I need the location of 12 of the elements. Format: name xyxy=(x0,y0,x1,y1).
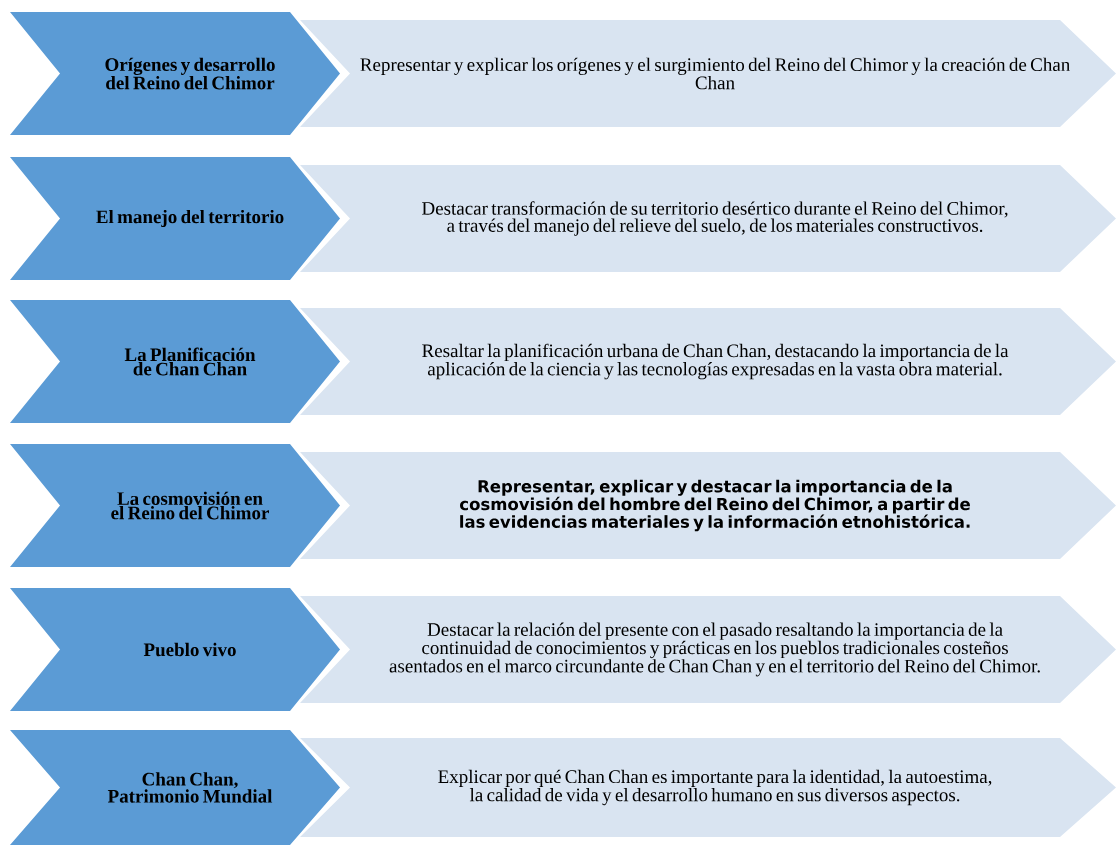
chevron-box: La Planificación de Chan Chan xyxy=(10,300,340,423)
chevron-box: El manejo del territorio xyxy=(10,157,340,280)
arrow-box: Representar, explicar y destacar la importancia de la cosmovisión del hombre del Reino del Chimor, a partir de las evidencias materiales y la información etnohistórica. xyxy=(300,452,1116,559)
arrow-box: Representar y explicar los orígenes y el surgimiento del Reino del Chimor y la creación de Chan Chan xyxy=(300,20,1116,127)
arrow-box: Resaltar la planificación urbana de Chan Chan, destacando la importancia de la aplicación de la ciencia y las tecnologías expresadas en la vasta obra material. xyxy=(300,308,1116,415)
chevron-box: Pueblo vivo xyxy=(10,588,340,711)
arrow-box: Destacar transformación de su territorio desértico durante el Reino del Chimor, a través del manejo del relieve del suelo, de los materiales constructivos. xyxy=(300,165,1116,272)
chevron-box: Orígenes y desarrollo del Reino del Chimor xyxy=(10,12,340,135)
arrow-box: Destacar la relación del presente con el pasado resaltando la importancia de la continuidad de conocimientos y prácticas en los pueblos tradicionales costeños asentados en el marco circundante de Chan Chan y en el territorio del Reino del Chimor. xyxy=(300,596,1116,703)
chevron-box: Chan Chan, Patrimonio Mundial xyxy=(10,730,340,845)
arrow-box: Explicar por qué Chan Chan es importante para la identidad, la autoestima, la calidad de vida y el desarrollo humano en sus diversos aspectos. xyxy=(300,738,1116,837)
chevron-box: La cosmovisión en el Reino del Chimor xyxy=(10,444,340,567)
